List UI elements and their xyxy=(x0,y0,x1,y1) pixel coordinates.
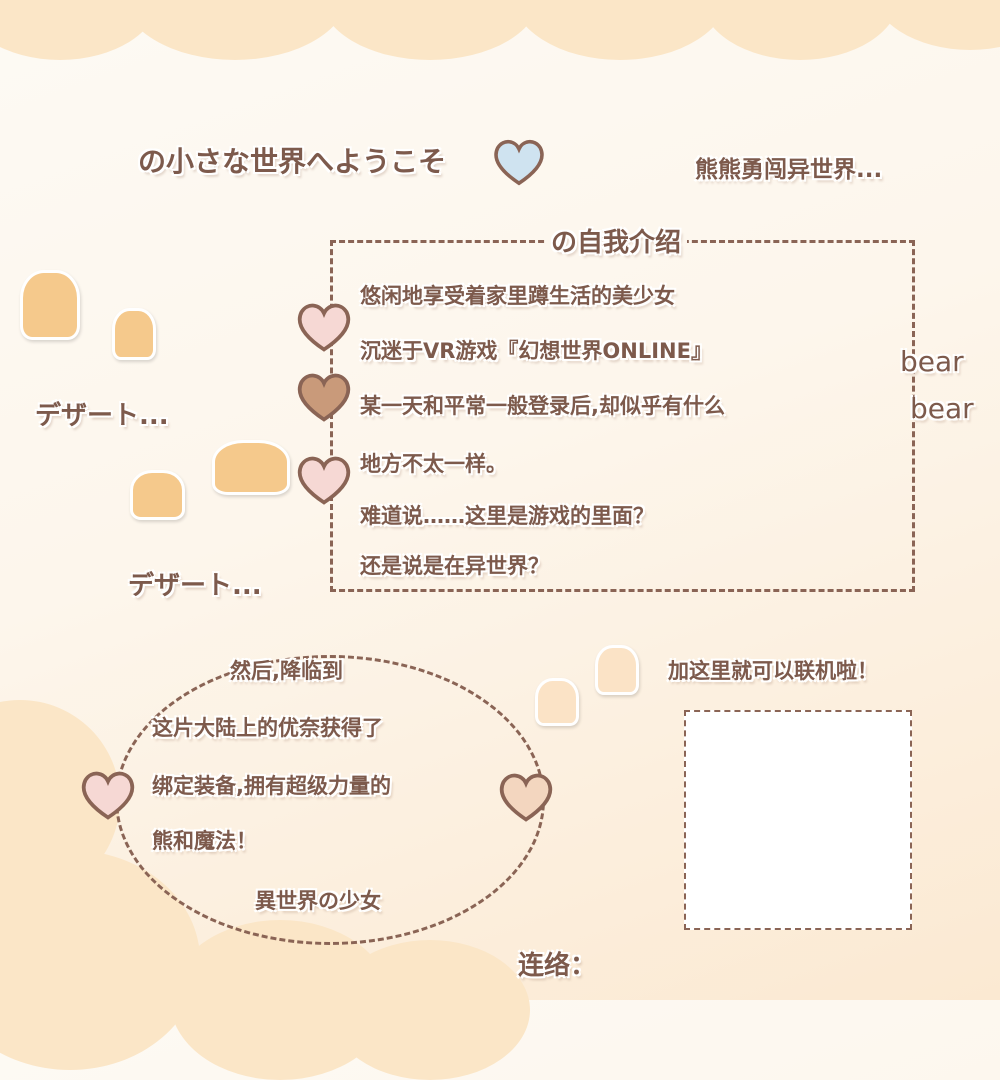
heart-icon xyxy=(297,456,351,505)
bear-text: bear xyxy=(900,345,964,378)
cozy-heart-icon xyxy=(494,139,544,186)
milk-carton-sticker xyxy=(535,678,579,726)
qr-code-placeholder xyxy=(684,710,912,930)
cake-sticker xyxy=(212,440,290,495)
intro-line: 沉迷于VR游戏『幻想世界ONLINE』 xyxy=(360,339,712,363)
milk-carton-sticker xyxy=(595,645,639,695)
bear-heart-icon xyxy=(499,773,553,822)
ice-cream-sticker xyxy=(112,308,156,360)
dessert-text: デザート... xyxy=(128,571,262,601)
intro-line: 某一天和平常一般登录后,却似乎有什么 xyxy=(360,394,725,418)
oval-line: 然后,降临到 xyxy=(230,659,343,683)
bear-text: bear xyxy=(910,392,974,425)
dessert-text: デザート... xyxy=(35,401,169,431)
contact-footer: 连络： xyxy=(518,951,597,981)
heart-icon xyxy=(297,373,351,422)
cake-sticker xyxy=(130,470,185,520)
intro-line: 悠闲地享受着家里蹲生活的美少女 xyxy=(360,284,675,308)
intro-title: の自我介绍 xyxy=(545,222,688,259)
heart-icon xyxy=(81,771,135,820)
ice-cream-sticker xyxy=(20,270,80,340)
oval-line: 这片大陆上的优奈获得了 xyxy=(152,716,383,740)
welcome-title: の小さな世界へようこそ xyxy=(138,145,447,178)
oval-line: 異世界の少女 xyxy=(255,889,381,913)
contact-label: 加这里就可以联机啦！ xyxy=(668,659,878,683)
heart-icon xyxy=(297,303,351,352)
intro-line: 地方不太一样。 xyxy=(360,452,507,476)
intro-line: 难道说……这里是游戏的里面？ xyxy=(360,504,654,528)
intro-line: 还是说是在异世界？ xyxy=(360,554,549,578)
oval-line: 熊和魔法！ xyxy=(152,829,257,853)
subtitle: 熊熊勇闯异世界... xyxy=(695,157,883,183)
oval-line: 绑定装备,拥有超级力量的 xyxy=(152,774,391,798)
